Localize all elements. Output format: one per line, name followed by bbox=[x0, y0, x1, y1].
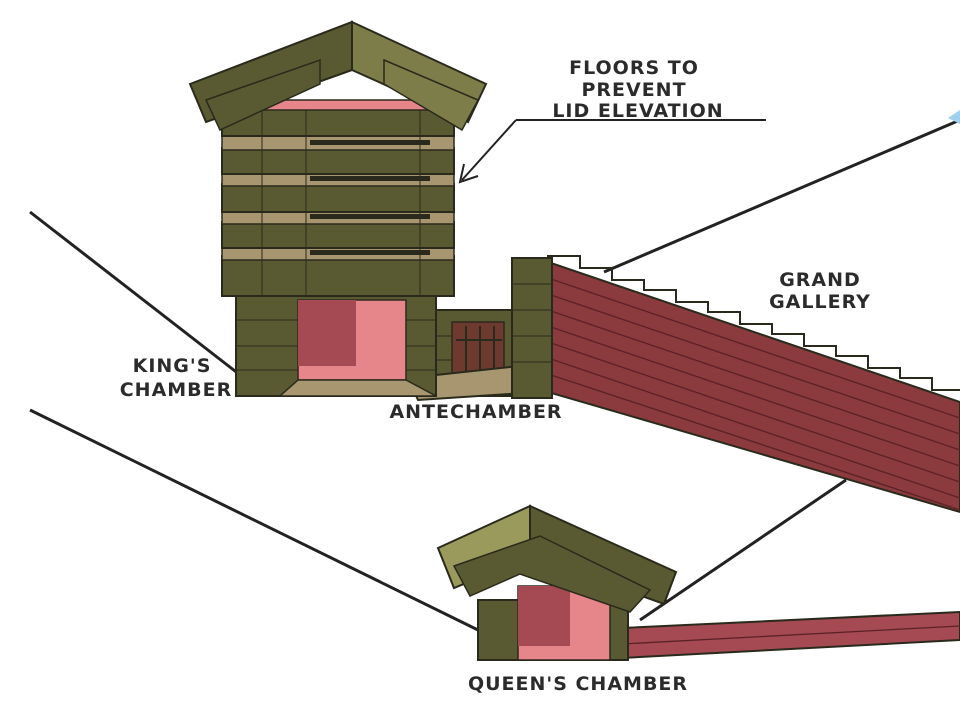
pyramid-outline-line bbox=[30, 212, 244, 378]
kings-chamber-label-line2: CHAMBER bbox=[120, 379, 233, 401]
antechamber-tall-wall bbox=[512, 258, 552, 398]
antechamber-label: ANTECHAMBER bbox=[389, 401, 562, 423]
grand-gallery-label-line2: GALLERY bbox=[769, 291, 871, 313]
grand-gallery bbox=[548, 256, 960, 512]
kings-chamber-label-line1: KING'S bbox=[133, 355, 212, 377]
pyramid-outline-line bbox=[604, 120, 960, 272]
relieving-layer-3 bbox=[222, 184, 454, 212]
floors-note-line1: FLOORS TO bbox=[569, 57, 699, 79]
queens-chamber-label: QUEEN'S CHAMBER bbox=[468, 673, 688, 695]
floors-note-line3: LID ELEVATION bbox=[552, 100, 723, 122]
queens-chamber-back bbox=[518, 586, 570, 646]
kings-chamber-back-wall bbox=[298, 300, 356, 366]
floors-note-arrow bbox=[460, 120, 766, 182]
floors-note-line2: PREVENT bbox=[581, 79, 686, 101]
pyramid-outline-line bbox=[640, 480, 846, 620]
relieving-layer-5 bbox=[222, 256, 454, 296]
queens-chamber-block bbox=[438, 506, 960, 660]
pyramid-outline-line bbox=[30, 410, 478, 630]
relieving-layer-4 bbox=[222, 222, 454, 248]
grand-gallery-label-line1: GRAND bbox=[779, 269, 861, 291]
relieving-layer-2 bbox=[222, 148, 454, 174]
